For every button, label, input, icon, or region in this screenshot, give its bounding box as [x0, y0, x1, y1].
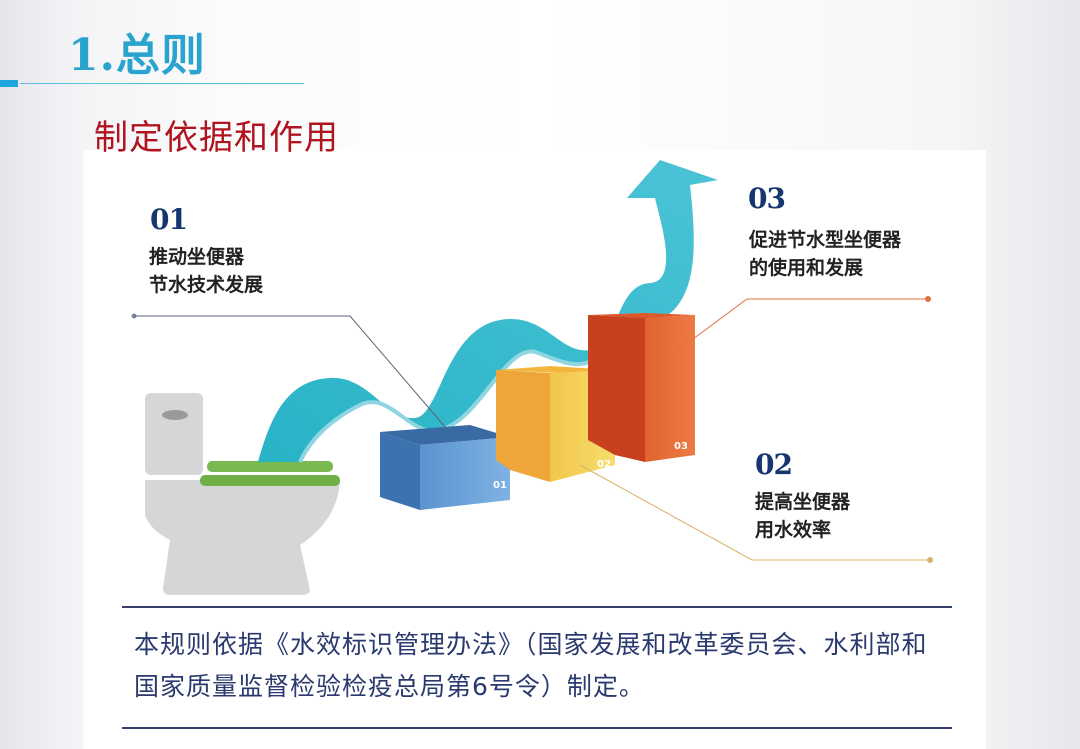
slide-title: 1.总则 — [68, 30, 206, 81]
item-text-03: 促进节水型坐便器 的使用和发展 — [749, 229, 902, 279]
item-text-02: 提高坐便器 用水效率 — [755, 491, 851, 541]
svg-text:03: 03 — [674, 441, 688, 452]
leader-line-01 — [131, 313, 447, 429]
svg-text:02: 02 — [597, 459, 611, 470]
title-rule — [20, 83, 304, 84]
title-rule-accent — [0, 80, 18, 87]
item-number-02: 02 — [755, 448, 793, 481]
quote-rule-bottom — [122, 727, 952, 729]
block-01: 01 — [380, 425, 510, 510]
item-number-03: 03 — [748, 182, 786, 215]
toilet-icon — [145, 393, 340, 595]
quote-rule-top — [122, 606, 952, 608]
svg-text:01: 01 — [493, 480, 507, 491]
item-number-01: 01 — [150, 203, 188, 236]
quote-text: 本规则依据《水效标识管理办法》（国家发展和改革委员会、水利部和国家质量监督检验检… — [134, 630, 928, 701]
leader-line-03 — [669, 296, 931, 357]
section-heading: 制定依据和作用 — [94, 118, 339, 158]
block-03: 03 — [588, 313, 695, 462]
leader-line-02 — [579, 464, 933, 563]
item-text-01: 推动坐便器 节水技术发展 — [149, 246, 264, 296]
